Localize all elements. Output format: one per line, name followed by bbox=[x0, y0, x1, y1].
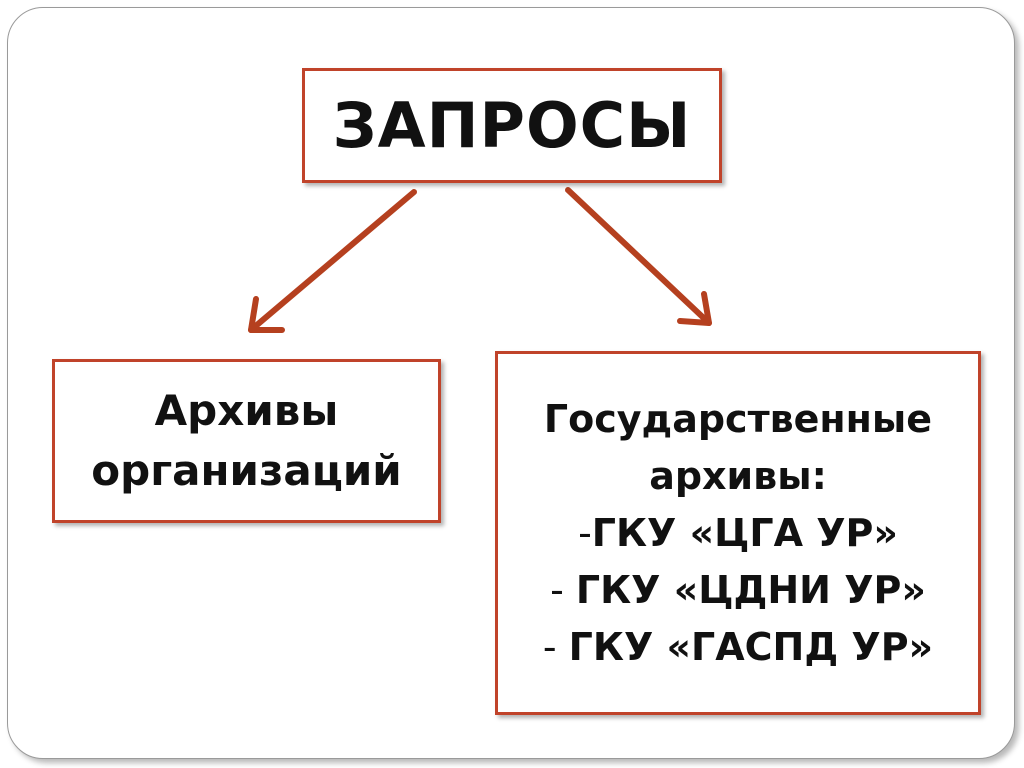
right-node-line-1: Государственные bbox=[544, 391, 932, 448]
right-node-line-1-text: Государственные bbox=[543, 396, 933, 441]
root-node: ЗАПРОСЫ bbox=[302, 68, 722, 183]
right-node-item-cdni-text: ГКУ «ЦДНИ УР» bbox=[575, 567, 926, 612]
right-node-line-2-text: архивы: bbox=[649, 453, 827, 498]
right-node-item-gaspd-text: ГКУ «ГАСПД УР» bbox=[568, 624, 934, 669]
root-label: ЗАПРОСЫ bbox=[332, 89, 692, 162]
right-node-item-cdni: - ГКУ «ЦДНИ УР» bbox=[550, 562, 926, 619]
right-node-item-cga: -ГКУ «ЦГА УР» bbox=[578, 505, 898, 562]
list-dash: - bbox=[578, 510, 592, 555]
list-dash: - bbox=[542, 624, 569, 669]
left-node: Архивы организаций bbox=[52, 359, 441, 523]
left-node-line-2: организаций bbox=[91, 446, 402, 495]
right-node-item-cga-text: ГКУ «ЦГА УР» bbox=[591, 510, 898, 555]
right-node-item-gaspd: - ГКУ «ГАСПД УР» bbox=[543, 619, 933, 676]
list-dash: - bbox=[550, 567, 576, 612]
right-node: Государственные архивы: -ГКУ «ЦГА УР» - … bbox=[495, 351, 981, 715]
right-node-line-2: архивы: bbox=[649, 448, 827, 505]
left-node-line-1: Архивы bbox=[154, 386, 339, 435]
